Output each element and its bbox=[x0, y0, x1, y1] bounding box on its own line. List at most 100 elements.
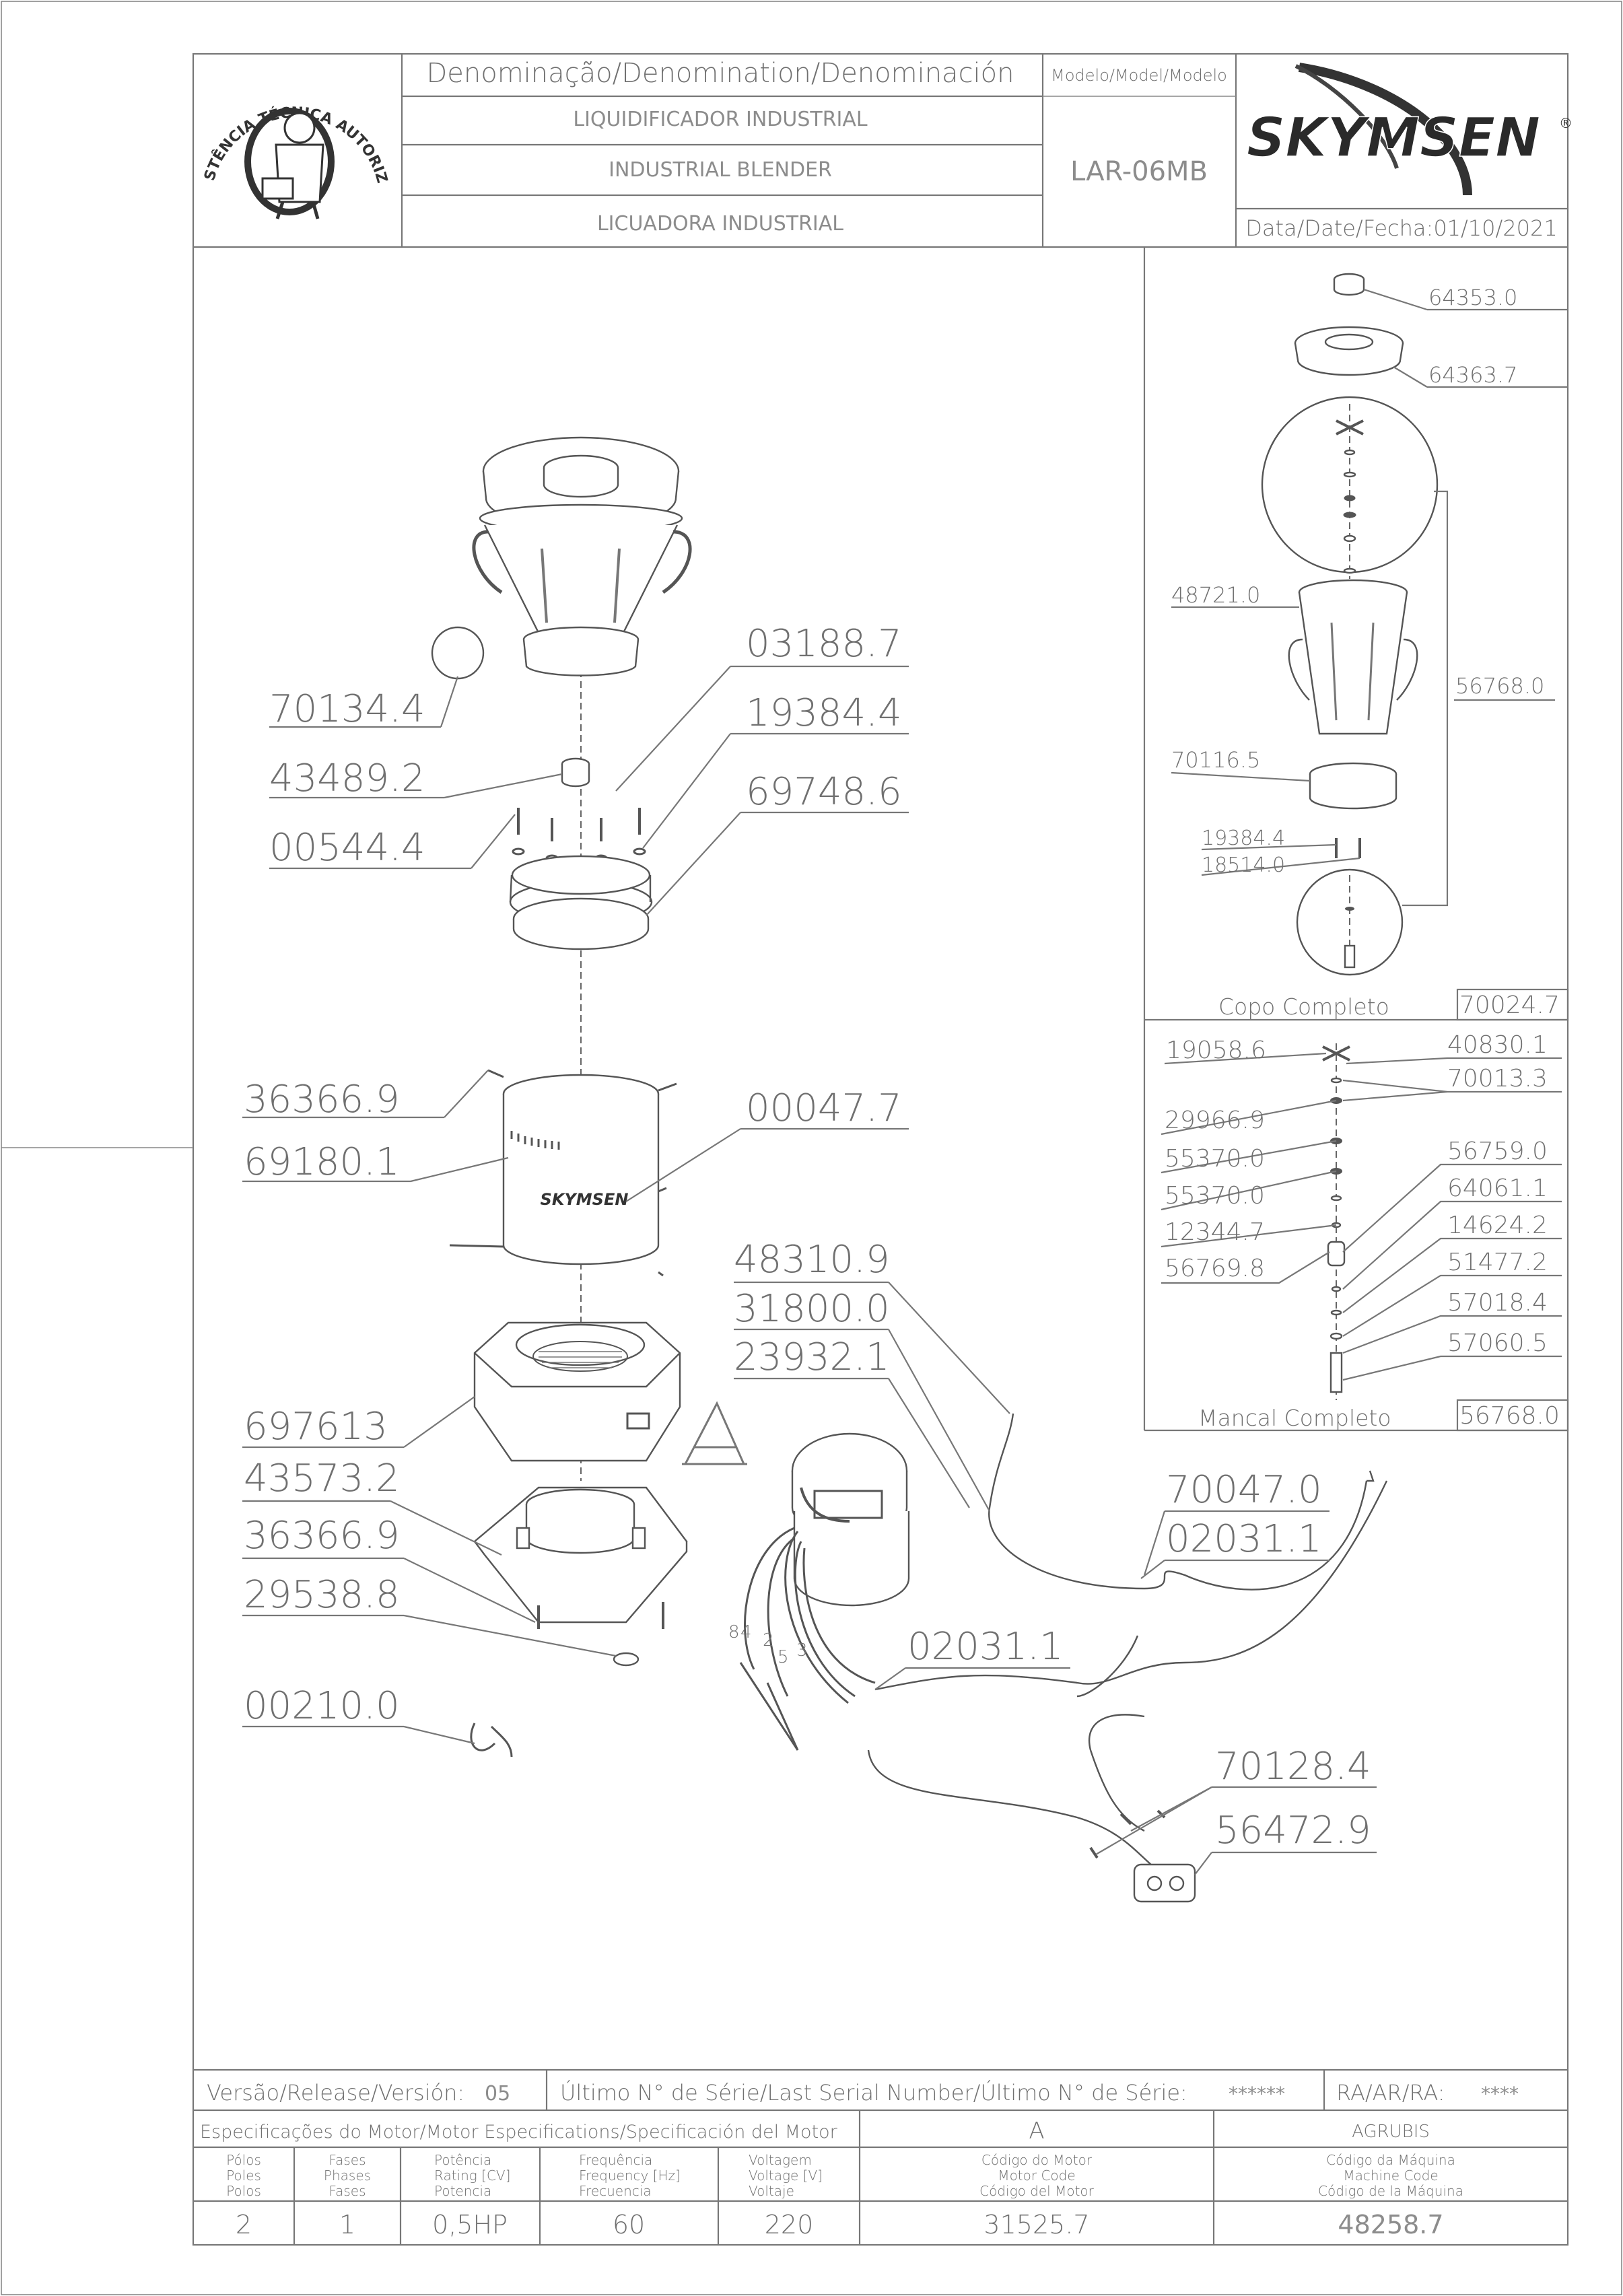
serial-label: Último N° de Série/Last Serial Number/Úl… bbox=[560, 2079, 1187, 2106]
label-69748: 69748.6 bbox=[746, 770, 902, 814]
label-43489: 43489.2 bbox=[269, 757, 425, 800]
polos-value: 2 bbox=[236, 2210, 252, 2239]
base-body bbox=[473, 1321, 681, 1462]
label-29538: 29538.8 bbox=[244, 1573, 400, 1617]
label-43573: 43573.2 bbox=[244, 1457, 400, 1500]
copo-label-48721: 48721.0 bbox=[1171, 582, 1260, 608]
col-fases-3: Fases bbox=[329, 2183, 366, 2199]
label-23932: 23932.1 bbox=[734, 1335, 890, 1379]
copo-code: 70024.7 bbox=[1459, 992, 1560, 1019]
mancal-label-55370-b: 55370.0 bbox=[1165, 1182, 1265, 1210]
release-value: 05 bbox=[485, 2082, 510, 2106]
col-motor-code-3: Código del Motor bbox=[979, 2183, 1095, 2199]
motor-code-value: 31525.7 bbox=[983, 2210, 1089, 2239]
col-freq-1: Frequência bbox=[579, 2152, 652, 2168]
mancal-label-12344: 12344.7 bbox=[1165, 1218, 1265, 1246]
flange bbox=[509, 855, 653, 950]
mancal-label-56769: 56769.8 bbox=[1165, 1255, 1265, 1282]
product-name-es: LICUADORA INDUSTRIAL bbox=[597, 212, 843, 236]
label-03188: 03188.7 bbox=[746, 622, 902, 666]
motor: 8 4 2 5 3 bbox=[728, 1432, 910, 1751]
product-name-pt: LIQUIDIFICADOR INDUSTRIAL bbox=[573, 108, 868, 131]
mancal-label-70013: 70013.3 bbox=[1447, 1065, 1548, 1092]
mancal-label-57060: 57060.5 bbox=[1447, 1329, 1548, 1357]
col-potencia-2: Rating [CV] bbox=[434, 2167, 510, 2184]
model-value: LAR-06MB bbox=[1070, 156, 1208, 187]
foot bbox=[613, 1652, 640, 1667]
col-fases-2: Phases bbox=[324, 2167, 371, 2184]
title-block: Denominação/Denomination/Denominación LI… bbox=[0, 0, 1573, 248]
copo-caption: Copo Completo bbox=[1218, 994, 1389, 1020]
main-assembly: SKYMSEN bbox=[242, 436, 1388, 1903]
mancal-label-64061: 64061.1 bbox=[1447, 1175, 1548, 1202]
assistance-seal: ASSISTÊNCIA TÉCNICA AUTORIZADA bbox=[0, 0, 390, 219]
label-31800: 31800.0 bbox=[734, 1287, 890, 1331]
col-motor-code-2: Motor Code bbox=[998, 2167, 1075, 2184]
col-volt-2: Voltage [V] bbox=[749, 2167, 823, 2184]
copo-label-64353: 64353.0 bbox=[1428, 285, 1517, 310]
bottom-plate bbox=[473, 1486, 688, 1624]
label-00544: 00544.4 bbox=[269, 826, 425, 870]
wire-number-5: 5 bbox=[778, 1647, 789, 1667]
copo-label-18514: 18514.0 bbox=[1202, 854, 1285, 877]
label-36366-a: 36366.9 bbox=[244, 1078, 400, 1121]
potencia-value: 0,5HP bbox=[432, 2210, 508, 2239]
clip-part bbox=[470, 1723, 513, 1758]
label-19384: 19384.4 bbox=[746, 691, 902, 735]
jar-detail-circle bbox=[431, 626, 485, 680]
denomination-header: Denominação/Denomination/Denominación bbox=[426, 58, 1014, 89]
wire-number-3: 3 bbox=[796, 1640, 808, 1661]
copo-label-19384: 19384.4 bbox=[1202, 827, 1285, 850]
col-motor-code-1: Código do Motor bbox=[981, 2152, 1093, 2168]
footer-table: Versão/Release/Versión: 05 Último N° de … bbox=[193, 2068, 1568, 2245]
col-fases-1: Fases bbox=[329, 2152, 366, 2168]
mancal-label-51477: 51477.2 bbox=[1447, 1249, 1548, 1276]
col-polos-1: Pólos bbox=[226, 2152, 261, 2168]
wire-number-4: 4 bbox=[740, 1622, 752, 1642]
svg-text:®: ® bbox=[1559, 115, 1573, 131]
brand-logo-text: SKYMSEN bbox=[1247, 106, 1540, 169]
serial-value: ****** bbox=[1229, 2083, 1285, 2105]
blender-jar bbox=[472, 436, 692, 676]
col-polos-3: Polos bbox=[226, 2183, 261, 2199]
col-polos-2: Poles bbox=[226, 2167, 261, 2184]
col-potencia-3: Potencia bbox=[434, 2183, 491, 2199]
wire-number-2: 2 bbox=[763, 1630, 774, 1650]
col-machine-code-3: Código de la Máquina bbox=[1318, 2183, 1463, 2199]
machine-code-value: 48258.7 bbox=[1338, 2210, 1443, 2239]
motor-spec-label: Especificações do Motor/Motor Especifica… bbox=[200, 2122, 838, 2143]
label-36366-b: 36366.9 bbox=[244, 1514, 400, 1558]
label-02031-a: 02031.1 bbox=[1166, 1517, 1322, 1561]
mancal-label-55370-a: 55370.0 bbox=[1165, 1145, 1265, 1173]
col-freq-2: Frequency [Hz] bbox=[579, 2167, 681, 2184]
label-56472: 56472.9 bbox=[1215, 1809, 1371, 1852]
model-header: Modelo/Model/Modelo bbox=[1051, 66, 1227, 85]
agrubis-label: AGRUBIS bbox=[1352, 2122, 1430, 2142]
ra-label: RA/AR/RA: bbox=[1336, 2080, 1445, 2106]
label-697613: 697613 bbox=[244, 1405, 388, 1449]
label-70128: 70128.4 bbox=[1215, 1745, 1371, 1788]
power-switch bbox=[1133, 1863, 1196, 1903]
release-label: Versão/Release/Versión: bbox=[207, 2080, 464, 2106]
skymsen-logo: SKYMSEN ® bbox=[1246, 63, 1573, 196]
section-marker: A bbox=[682, 1401, 747, 1469]
label-69180: 69180.1 bbox=[244, 1140, 400, 1184]
col-volt-1: Voltagem bbox=[749, 2152, 812, 2168]
col-machine-code-1: Código da Máquina bbox=[1326, 2152, 1455, 2168]
ra-value: **** bbox=[1481, 2083, 1519, 2105]
section-letter: A bbox=[717, 1467, 718, 1469]
mancal-label-19058: 19058.6 bbox=[1166, 1037, 1266, 1064]
col-potencia-1: Potência bbox=[434, 2152, 491, 2168]
copo-label-70116: 70116.5 bbox=[1171, 747, 1260, 773]
mancal-label-57018: 57018.4 bbox=[1447, 1289, 1548, 1317]
col-freq-3: Frecuencia bbox=[579, 2183, 652, 2199]
col-volt-3: Voltaje bbox=[749, 2183, 794, 2199]
copo-label-64363: 64363.7 bbox=[1428, 362, 1517, 388]
copo-label-56768: 56768.0 bbox=[1455, 673, 1544, 699]
mancal-panel: 19058.6 29966.9 55370.0 55370.0 12344.7 … bbox=[1161, 1031, 1569, 1432]
mancal-label-29966: 29966.9 bbox=[1165, 1107, 1265, 1134]
housing-logo: SKYMSEN bbox=[541, 1190, 629, 1209]
mancal-label-14624: 14624.2 bbox=[1447, 1212, 1548, 1239]
